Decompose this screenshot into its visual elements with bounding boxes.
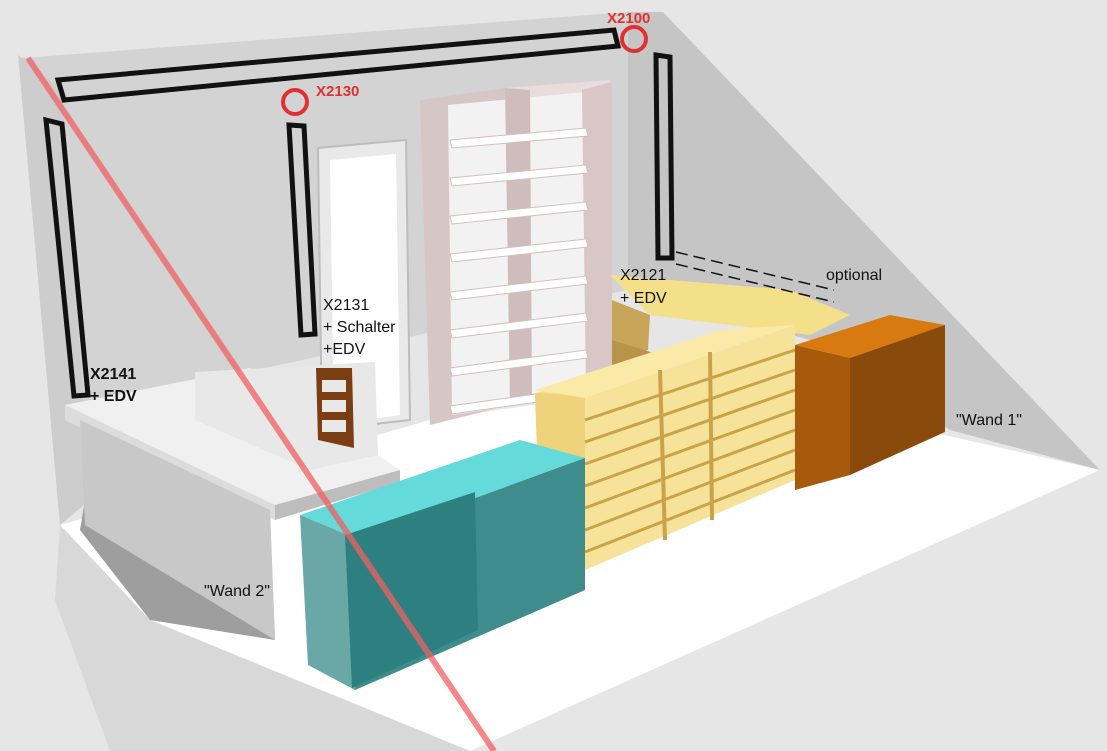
yellow-shelf-plank [584, 468, 796, 554]
yellow-shelf-plank [584, 368, 796, 444]
label-wand-1: "Wand 1" [956, 412, 1022, 429]
yellow-shelf-divider [708, 351, 714, 521]
socket-circle-marker [620, 25, 648, 53]
cut-line [25, 56, 497, 751]
label-x2130: X2130 [316, 83, 360, 100]
yellow-shelf-plank [584, 348, 796, 422]
chair [316, 368, 354, 448]
yellow-shelf-plank [584, 448, 796, 532]
bookshelf-plank [449, 312, 589, 339]
label-wand-2: "Wand 2" [204, 583, 270, 600]
optional-dashed-lines [675, 251, 835, 303]
yellow-shelf-plank [584, 428, 796, 510]
yellow-shelf-divider [658, 369, 667, 541]
yellow-shelf-plank [584, 408, 796, 488]
bookshelf-plank [449, 201, 589, 225]
label-x2100: X2100 [607, 10, 651, 27]
sloped-ceiling-right [628, 12, 1100, 470]
yellow-shelf-plank [584, 388, 796, 466]
label-optional: optional [826, 267, 883, 284]
top-duct-outline [54, 27, 622, 103]
left-desk [65, 362, 400, 640]
left-duct-outline [43, 116, 91, 399]
label-x2131: X2131 [323, 297, 370, 314]
right-duct-outline [653, 52, 675, 261]
label-x2121-edv: + EDV [620, 290, 667, 307]
socket-circle-marker [281, 88, 309, 116]
label-x2131-edv: +EDV [323, 341, 366, 358]
label-x2121: X2121 [620, 267, 667, 284]
front-floor-edge [55, 525, 470, 751]
yellow-shelf-planks [584, 348, 796, 554]
bookshelf-plank [449, 127, 589, 149]
label-x2141-edv: + EDV [90, 388, 137, 405]
bookshelf-plank [449, 349, 589, 377]
label-x2141: X2141 [90, 366, 137, 383]
middle-duct-outline [286, 122, 318, 338]
wall-ducts [43, 27, 675, 399]
doorway-opening [330, 154, 400, 425]
bookshelf-plank [449, 275, 589, 301]
bookshelf-plank [449, 238, 589, 263]
label-x2131-schalter: + Schalter [323, 319, 396, 336]
bookshelf-plank [449, 164, 589, 187]
cabinet-wand-1 [795, 315, 945, 490]
